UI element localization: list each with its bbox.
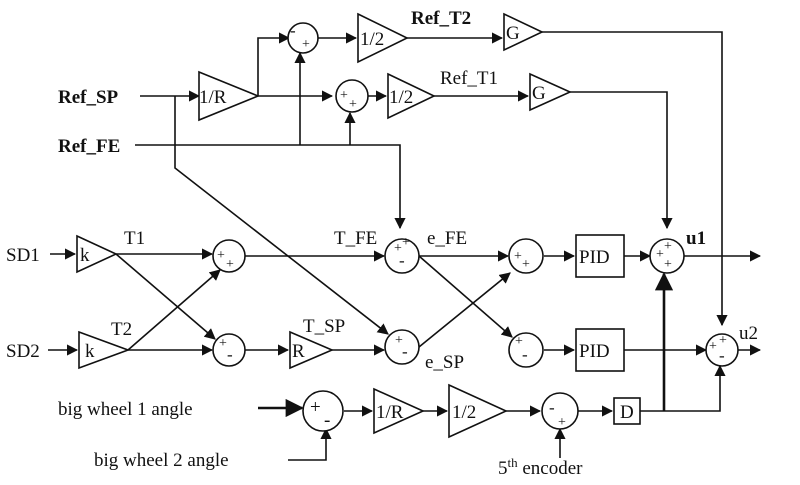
sum-t1 [212,239,246,273]
sign-u2-plus-b: + [719,333,727,348]
sign-big-wheel-plus: + [310,397,321,418]
gain-g-ref-t2-label: G [506,23,520,44]
sign-u2-plus-a: + [709,339,717,354]
sign-ref-t1-plus-a: + [340,88,348,103]
sum-e-sp [508,332,544,368]
sign-t1-plus-b: + [226,257,234,272]
fifth-encoder-superscript: th [508,455,519,470]
sign-e-fe-plus-a: + [514,249,522,264]
sum-t-fe [384,238,420,274]
gain-half-ref-t2 [357,12,409,64]
sum-ref-t2 [287,22,319,54]
gain-k-sd2-label: k [85,341,95,362]
sign-e-sp-plus: + [515,334,523,349]
pid-block-1 [575,234,625,278]
input-ref-sp: Ref_SP [58,87,119,108]
gain-half-ref-t1 [387,72,436,120]
gain-half-ref-t2-label: 1/2 [360,29,384,50]
signal-labels: Ref_SP Ref_FE SD1 SD2 big wheel 1 angle … [6,8,758,479]
sign-e-sp-minus: - [522,345,528,364]
gain-1-over-r-bottom [373,387,425,435]
gain-half-bottom-label: 1/2 [452,402,476,423]
output-u1: u1 [686,228,706,249]
pid-block-2-label: PID [579,341,610,362]
sign-u1-plus-a: + [656,247,664,262]
sign-ref-t2-minus: - [290,21,296,40]
block-labels: 1/R 1/2 1/2 G G k k R 1/R 1/2 PID PID D [80,23,634,423]
input-ref-fe: Ref_FE [58,136,120,157]
summing-junctions [212,22,739,432]
input-big-wheel-1: big wheel 1 angle [58,399,193,420]
sign-u2-minus: - [719,346,725,365]
gain-g-ref-t2 [503,12,544,52]
pid-block-1-label: PID [579,247,610,268]
sum-big-wheel [302,390,344,432]
sum-t-sp [384,329,420,365]
input-sd1: SD1 [6,245,40,266]
sign-u1-plus-b: + [664,239,672,254]
sign-encoder-plus: + [558,415,566,430]
sign-ref-t1-plus-b: + [349,97,357,112]
fifth-encoder-word: encoder [518,458,584,479]
input-fifth-encoder: 5th encoder [498,455,583,479]
signal-t1: T1 [124,228,145,249]
sign-t-sp-minus: - [402,342,408,361]
wires [48,31,762,461]
sign-t-sp-plus: + [395,333,403,348]
sum-encoder [541,392,579,430]
sign-t1-plus-a: + [217,248,225,263]
sign-encoder-minus: - [549,398,555,417]
derivative-block [613,397,641,425]
signal-t2: T2 [111,319,132,340]
sign-marks: - + + + + + + - + + - + - + + + - + + + … [217,21,727,431]
gain-half-bottom [448,383,508,439]
sum-u2 [705,333,739,367]
sign-t2-minus: - [227,345,233,364]
fifth-encoder-number: 5 [498,458,508,479]
gain-r [289,330,335,370]
sign-t-fe-plus-a: + [394,241,402,256]
gain-g-ref-t1-label: G [532,83,546,104]
gain-k-sd1-label: k [80,245,90,266]
gain-r-label: R [292,341,305,362]
rect-blocks [575,234,641,425]
sum-t2 [212,333,246,367]
signal-ref-t2: Ref_T2 [411,8,471,29]
sign-e-fe-plus-b: + [522,257,530,272]
sum-ref-t1 [335,79,369,113]
gain-1-over-r-bottom-label: 1/R [376,402,404,423]
gain-blocks [76,12,572,439]
signal-t-sp: T_SP [303,316,345,337]
signal-ref-t1: Ref_T1 [440,68,498,89]
gain-1-over-r-top [198,70,261,122]
sign-t2-plus: + [219,336,227,351]
sign-ref-t2-plus: + [302,37,310,52]
sign-u1-plus-c: + [664,257,672,272]
sign-big-wheel-minus: - [324,410,330,431]
input-big-wheel-2: big wheel 2 angle [94,450,229,471]
gain-1-over-r-top-label: 1/R [199,87,227,108]
input-sd2: SD2 [6,341,40,362]
gain-k-sd1 [76,234,118,274]
sum-u1 [649,238,685,274]
sign-t-fe-plus-b: + [402,235,410,250]
signal-e-fe: e_FE [427,228,467,249]
sum-e-fe [508,238,544,274]
derivative-block-label: D [620,402,634,423]
signal-t-fe: T_FE [334,228,377,249]
gain-k-sd2 [78,330,131,370]
gain-half-ref-t1-label: 1/2 [389,87,413,108]
signal-e-sp: e_SP [425,352,464,373]
gain-g-ref-t1 [529,72,572,112]
output-u2: u2 [739,323,758,344]
sign-t-fe-minus: - [399,251,405,270]
pid-block-2 [575,328,625,372]
